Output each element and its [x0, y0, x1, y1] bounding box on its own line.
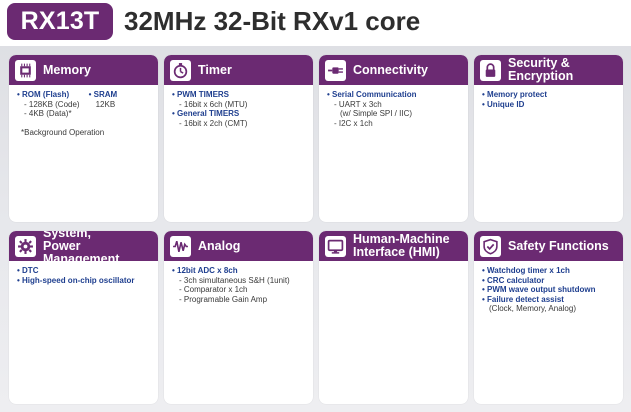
system-card-title: System,Power Management	[43, 231, 120, 266]
rom-data-size: - 4KB (Data)*	[24, 109, 72, 118]
pwm-timers-label: • PWM TIMERS	[172, 90, 230, 99]
system-card-body: • DTC • High-speed on-chip oscillator	[17, 266, 154, 400]
connectivity-card-title: Connectivity	[353, 62, 429, 77]
i2c-detail: - I2C x 1ch	[334, 118, 373, 128]
watchdog-item: • Watchdog timer x 1ch	[482, 266, 570, 275]
pwm-timers-detail: - 16bit x 6ch (MTU)	[179, 99, 248, 109]
security-card-body: • Memory protect • Unique ID	[482, 90, 619, 218]
safety-card: Safety Functions • Watchdog timer x 1ch …	[474, 231, 623, 404]
plug-connector-icon	[325, 59, 346, 81]
pga-detail: - Programable Gain Amp	[179, 294, 268, 304]
page-title: 32MHz 32-Bit RXv1 core	[124, 6, 421, 36]
product-badge: RX13T	[7, 3, 113, 40]
system-card: System,Power Management • DTC • High-spe…	[9, 231, 158, 404]
rom-code-size: - 128KB (Code)	[24, 99, 80, 109]
dtc-item: • DTC	[17, 266, 39, 275]
comparator-detail: - Comparator x 1ch	[179, 285, 248, 294]
memory-card: Memory • ROM (Flash) - 128KB (Code) - 4K…	[9, 55, 158, 222]
analog-card: Analog • 12bit ADC x 8ch - 3ch simultane…	[164, 231, 313, 404]
serial-communication-label: • Serial Communication	[327, 90, 417, 99]
security-card-title: Security &Encryption	[508, 56, 574, 83]
rom-label: • ROM (Flash)	[17, 90, 70, 99]
adc-label: • 12bit ADC x 8ch	[172, 266, 238, 275]
sram-size: 12KB	[95, 99, 116, 109]
stopwatch-icon	[170, 59, 191, 81]
waveform-icon	[170, 235, 191, 257]
connectivity-card-body: • Serial Communication - UART x 3ch (w/ …	[327, 90, 464, 218]
system-card-header: System,Power Management	[9, 231, 158, 265]
failure-detect-detail: (Clock, Memory, Analog)	[489, 304, 576, 313]
gear-icon	[15, 235, 36, 257]
monitor-icon	[325, 235, 346, 257]
uart-detail: - UART x 3ch	[334, 99, 382, 109]
failure-detect-item: • Failure detect assist	[482, 294, 564, 304]
general-timers-label: • General TIMERS	[172, 109, 240, 118]
crc-item: • CRC calculator	[482, 275, 545, 285]
uart-note: (w/ Simple SPI / IIC)	[340, 109, 413, 118]
analog-card-body: • 12bit ADC x 8ch - 3ch simultaneous S&H…	[172, 266, 309, 400]
memory-card-body: • ROM (Flash) - 128KB (Code) - 4KB (Data…	[17, 90, 154, 218]
memory-chip-icon	[15, 59, 36, 81]
timer-card-body: • PWM TIMERS - 16bit x 6ch (MTU) • Gener…	[172, 90, 309, 218]
unique-id-item: • Unique ID	[482, 99, 525, 109]
connectivity-card-header: Connectivity	[319, 55, 468, 85]
memory-protect-item: • Memory protect	[482, 90, 548, 99]
safety-card-header: Safety Functions	[474, 231, 623, 261]
safety-card-body: • Watchdog timer x 1ch • CRC calculator …	[482, 266, 619, 400]
timer-card-header: Timer	[164, 55, 313, 85]
sram-label: • SRAM	[88, 90, 118, 99]
shield-check-icon	[480, 235, 501, 257]
timer-card-title: Timer	[198, 62, 232, 77]
oscillator-item: • High-speed on-chip oscillator	[17, 275, 135, 285]
adc-detail: - 3ch simultaneous S&H (1unit)	[179, 275, 290, 285]
safety-card-title: Safety Functions	[508, 238, 609, 253]
connectivity-card: Connectivity • Serial Communication - UA…	[319, 55, 468, 222]
background-operation-note: *Background Operation	[21, 127, 105, 137]
memory-card-title: Memory	[43, 62, 91, 77]
analog-card-title: Analog	[198, 238, 241, 253]
security-card-header: Security &Encryption	[474, 55, 623, 85]
pwm-shutdown-item: • PWM wave output shutdown	[482, 285, 596, 294]
security-card: Security &Encryption • Memory protect • …	[474, 55, 623, 222]
general-timers-detail: - 16bit x 2ch (CMT)	[179, 118, 248, 128]
padlock-icon	[480, 59, 501, 81]
hmi-card-body	[327, 266, 464, 400]
timer-card: Timer • PWM TIMERS - 16bit x 6ch (MTU) •…	[164, 55, 313, 222]
memory-card-header: Memory	[9, 55, 158, 85]
analog-card-header: Analog	[164, 231, 313, 261]
header-bar: RX13T 32MHz 32-Bit RXv1 core	[0, 0, 631, 46]
